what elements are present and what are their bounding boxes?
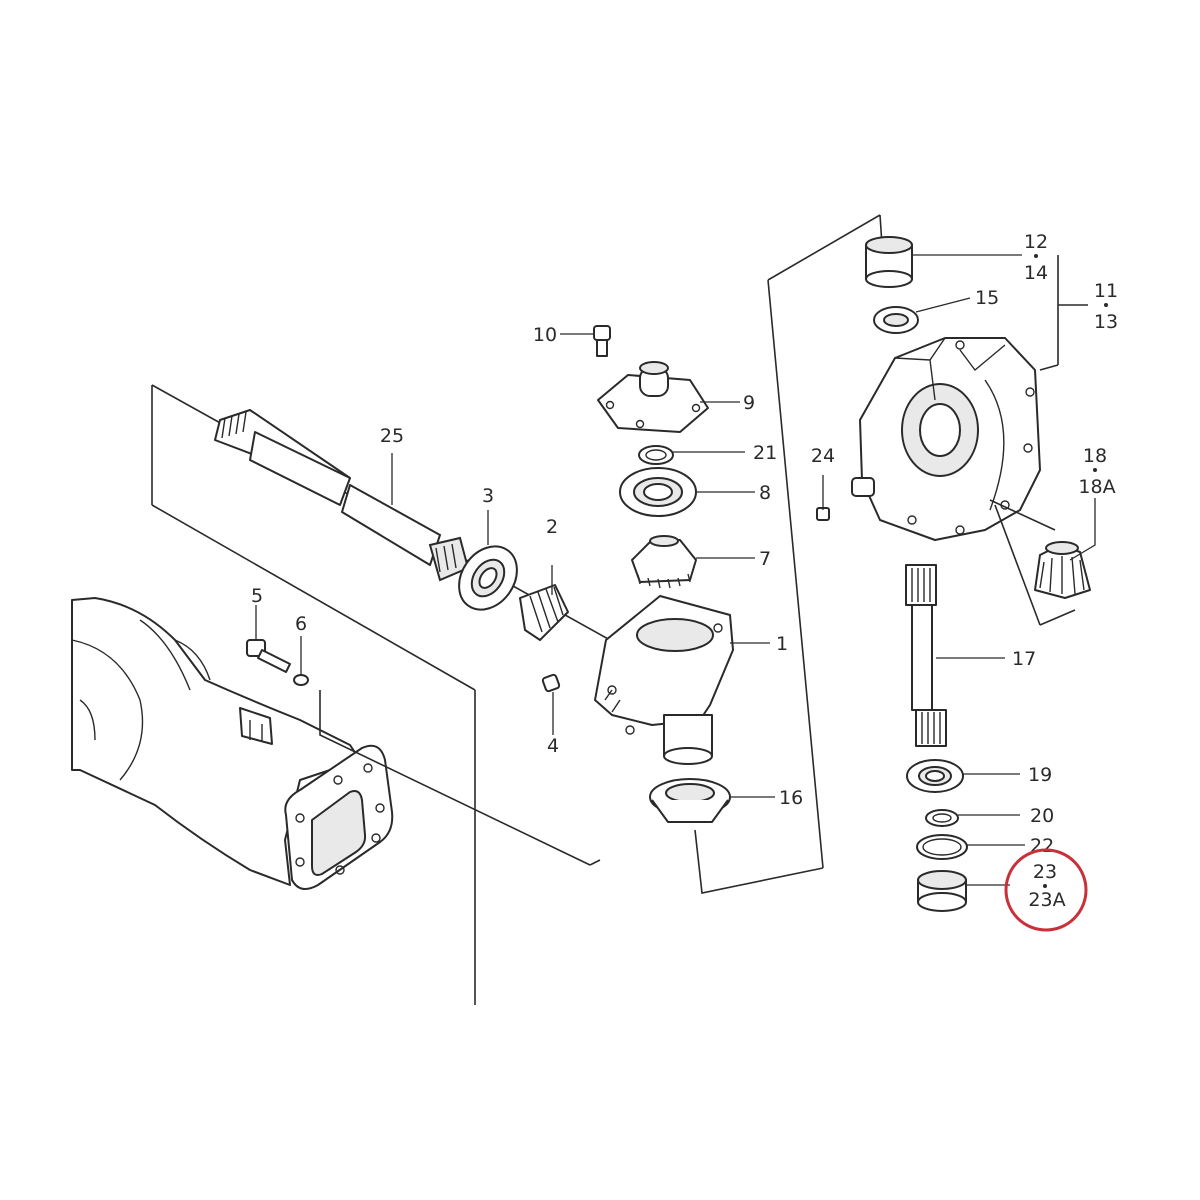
label-23: 23 [1033,861,1057,883]
bevel-gear-7 [631,535,697,589]
snap-ring-21 [638,445,674,465]
bearing-19 [906,759,964,793]
bolt-5 [246,639,291,673]
label-23a: 23A [1028,889,1065,911]
dot-11-13 [1104,303,1108,307]
label-5: 5 [251,585,263,607]
bearing-8 [619,467,697,517]
label-6: 6 [295,613,307,635]
label-10: 10 [533,324,557,346]
label-14: 14 [1024,262,1048,284]
cover-9 [597,361,709,433]
shaft-17 [905,564,947,747]
label-11: 11 [1094,280,1118,302]
label-17: 17 [1012,648,1036,670]
label-8: 8 [759,482,771,504]
label-12: 12 [1024,231,1048,253]
leader-lines [255,254,1096,886]
pinion-gear-2 [519,584,569,641]
label-20: 20 [1030,805,1054,827]
pinion-shaft-25 [214,409,470,582]
label-13: 13 [1094,311,1118,333]
axle-flange-plate [284,744,394,890]
label-21: 21 [753,442,777,464]
upper-housing-11-13 [851,337,1041,541]
label-24: 24 [811,445,835,467]
label-19: 19 [1028,764,1052,786]
gear-case-1 [594,595,734,765]
label-25: 25 [380,425,404,447]
bolt-10 [593,325,611,357]
label-15: 15 [975,287,999,309]
label-7: 7 [759,548,771,570]
dot-12-14 [1034,254,1038,258]
washer-6 [293,674,309,686]
pin-4 [541,673,561,693]
label-22: 22 [1030,835,1054,857]
label-3: 3 [482,485,494,507]
collar-23-23a [917,870,967,912]
label-18: 18 [1083,445,1107,467]
dot-18-18a [1093,468,1097,472]
sleeve-12-14 [865,236,913,288]
label-2: 2 [546,516,558,538]
highlight-circle-23 [1004,848,1088,932]
ring-22 [916,834,968,860]
label-18a: 18A [1078,476,1115,498]
part-labels: 1 2 3 4 5 6 7 8 9 10 11 13 12 14 15 16 1… [251,231,1118,911]
label-16: 16 [779,787,803,809]
seal-16 [649,778,731,823]
bevel-gear-18-18a [1034,541,1091,599]
label-4: 4 [547,735,559,757]
label-1: 1 [776,633,788,655]
seal-15 [873,306,919,334]
bearing-3 [458,545,518,611]
label-9: 9 [743,392,755,414]
snap-ring-20 [925,809,959,827]
bracket-center-group [694,214,883,894]
bracket-11-13 [1039,255,1088,371]
dot-23-23a [1043,884,1047,888]
